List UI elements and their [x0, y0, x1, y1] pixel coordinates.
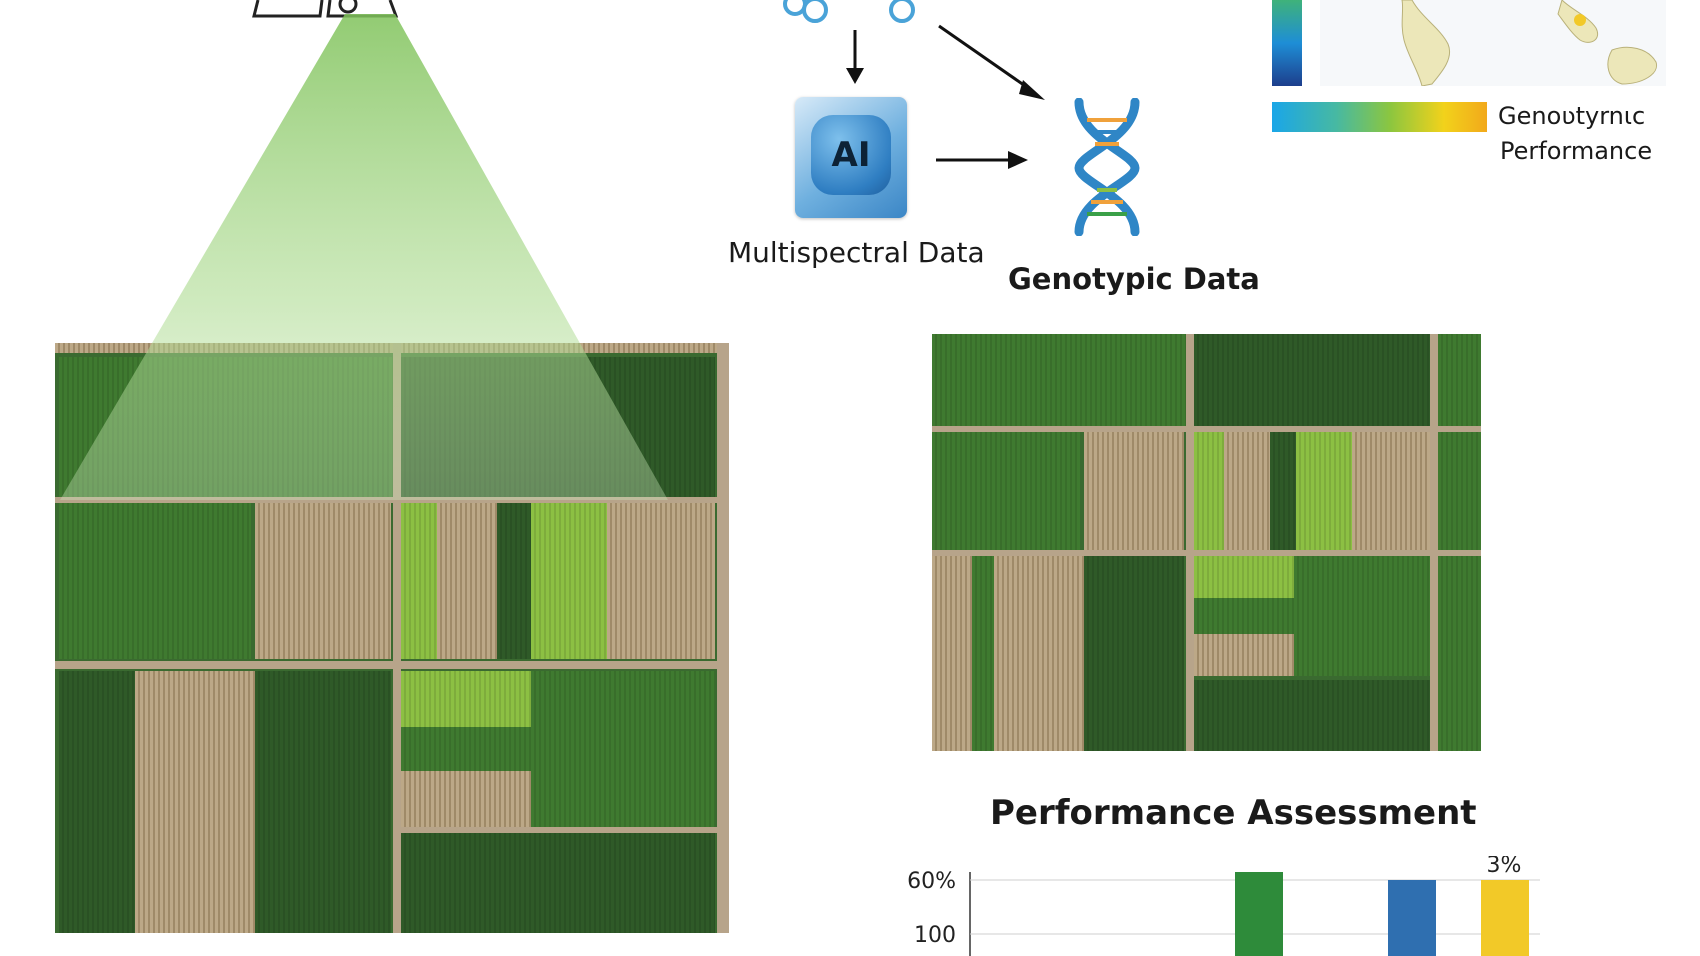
crop-plot — [135, 671, 255, 933]
arrow-down-icon — [846, 30, 864, 84]
crop-plot — [1438, 334, 1481, 751]
field-road — [932, 550, 1481, 556]
crop-plot — [1084, 432, 1184, 550]
world-map-inset — [1272, 0, 1666, 86]
field-road — [55, 661, 729, 669]
field-road — [1186, 334, 1194, 751]
crop-plot — [55, 343, 729, 353]
sensor-node-icon — [783, 0, 915, 23]
crop-plot — [1294, 556, 1430, 676]
crop-plot — [255, 503, 391, 659]
crop-plot — [1194, 680, 1430, 751]
field-road — [397, 827, 717, 833]
crop-plot — [972, 556, 994, 751]
crop-plot — [59, 503, 251, 659]
ai-chip-icon: AI — [795, 97, 907, 218]
field-road — [1430, 334, 1438, 751]
crop-plot — [401, 503, 437, 659]
crop-plot — [994, 556, 1084, 751]
multispectral-data-label: Multispectral Data — [728, 236, 985, 269]
crop-plot — [401, 771, 531, 827]
y-tick-label: 60% — [907, 869, 956, 894]
arrow-right-icon — [936, 151, 1028, 169]
crop-plot — [59, 357, 393, 497]
bar-data-label: 3% — [1487, 856, 1522, 878]
crop-plot — [531, 503, 607, 659]
chart-bar — [1481, 880, 1529, 956]
field-road — [932, 426, 1481, 432]
ai-badge: AI — [811, 115, 891, 195]
crop-plot — [401, 357, 715, 497]
chart-bar — [1388, 880, 1436, 956]
aerial-field-image-left — [55, 343, 729, 933]
crop-plot — [1296, 432, 1352, 550]
crop-plot — [401, 833, 715, 933]
crop-plot — [1084, 556, 1184, 751]
crop-plot — [1194, 598, 1294, 634]
crop-plot — [401, 727, 531, 771]
crop-plot — [1194, 556, 1294, 598]
crop-plot — [1352, 432, 1430, 550]
crop-plot — [1194, 634, 1294, 676]
crop-plot — [437, 503, 497, 659]
crop-plot — [1224, 432, 1270, 550]
crop-plot — [932, 432, 1080, 550]
crop-plot — [1194, 432, 1224, 550]
performance-legend-bar — [1272, 102, 1487, 132]
crop-plot — [932, 556, 972, 751]
drone-icon — [252, 0, 399, 18]
arrow-diagonal-icon — [938, 24, 1045, 100]
aerial-field-image-right — [932, 334, 1481, 751]
y-tick-label: 100 — [914, 923, 956, 948]
performance-bar-chart: 60% 100 3% — [907, 856, 1540, 956]
legend-label-line2: Performance — [1500, 137, 1653, 165]
genotypic-data-label: Genotypic Data — [1008, 262, 1260, 296]
dna-icon — [1074, 98, 1140, 236]
crop-plot — [497, 503, 531, 659]
crop-plot — [1194, 334, 1430, 426]
field-road — [717, 343, 729, 933]
crop-plot — [401, 671, 531, 727]
crop-plot — [59, 671, 135, 933]
performance-assessment-title: Performance Assessment — [990, 793, 1477, 833]
crop-plot — [255, 671, 391, 933]
crop-plot — [1270, 432, 1296, 550]
field-road — [393, 343, 401, 933]
chart-bar — [1235, 872, 1283, 956]
crop-plot — [531, 671, 715, 827]
field-road — [55, 497, 729, 503]
crop-plot — [607, 503, 715, 659]
legend-label-line1: Genoʋtyrnɩc — [1498, 102, 1646, 130]
crop-plot — [932, 334, 1186, 426]
